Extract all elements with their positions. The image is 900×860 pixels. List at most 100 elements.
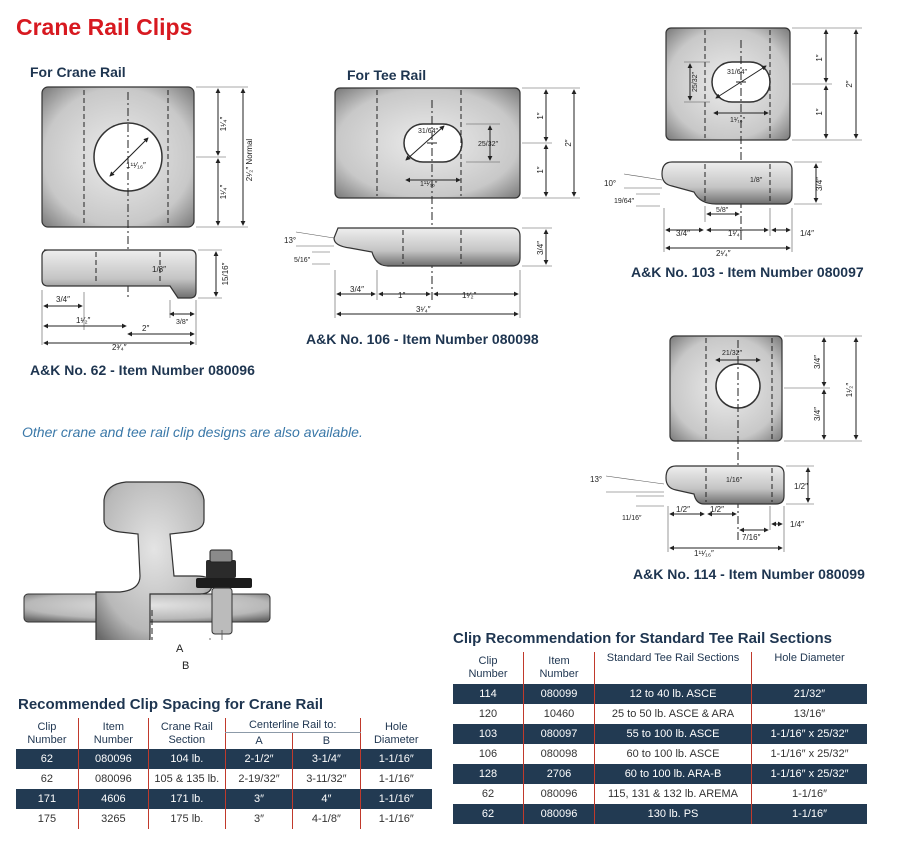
clip-103-lip: 1/8″ <box>750 177 763 184</box>
clip-103-h1: 1″ <box>815 54 824 61</box>
col-tee-rail-section: Standard Tee Rail Sections <box>594 652 752 684</box>
clip-106-htot: 2″ <box>564 139 573 146</box>
clip-106-slot-w: 1¹¹⁄₁₆″ <box>420 181 438 188</box>
clip-114-drawing: 21/32″ 3/4″ 3/4″ 1¹⁄₂″ 1/16″ 13° 11/16″ … <box>590 335 862 558</box>
col-hole-diameter: Hole Diameter <box>751 652 867 684</box>
spacing-table-title: Recommended Clip Spacing for Crane Rail <box>18 696 324 713</box>
clip-103-d1: 3/4″ <box>676 229 690 238</box>
clip-103-slot-h: 25/32″ <box>692 71 699 92</box>
clip-114-h1: 3/4″ <box>813 355 822 369</box>
clip-103-slot-dim: 31/64″ <box>727 69 748 76</box>
clip-62-d-total: 2³⁄₄″ <box>112 343 127 352</box>
crane-rail-section-label: For Crane Rail <box>30 64 126 80</box>
bolt-nut <box>206 560 236 578</box>
clip-103-angle: 10° <box>604 179 616 188</box>
rail-label-b: B <box>182 660 190 672</box>
clip-62-top-half: 1¹⁄₄″ <box>219 117 228 132</box>
clip-106-drawing: 31/64″ 25/32″ 1¹¹⁄₁₆″ 1″ 1″ 2″ 13° 5/16″… <box>284 87 580 318</box>
clip-62-bottom-half: 1¹⁄₄″ <box>219 185 228 200</box>
clip-114-caption: A&K No. 114 - Item Number 080099 <box>633 566 865 582</box>
clip-103-side-view <box>661 161 793 205</box>
clip-106-slot-h: 25/32″ <box>478 141 499 148</box>
clip-62-d-left: 3/4″ <box>56 295 70 304</box>
tee-rail-section-label: For Tee Rail <box>347 67 427 83</box>
clip-62-drawing: 1¹¹⁄₁₆″ 1¹⁄₄″ 1¹⁄₄″ 2¹⁄₂″ Normal 1/8″ 15… <box>41 86 254 352</box>
clip-103-thick: 3/4″ <box>815 177 824 191</box>
clip-114-d3: 1/4″ <box>790 520 804 529</box>
clip-114-tip: 11/16″ <box>622 515 642 522</box>
clip-114-d4: 7/16″ <box>742 533 761 542</box>
clip-103-d2: 1¹⁄₄″ <box>728 229 743 238</box>
clip-103-d3: 1/4″ <box>800 229 814 238</box>
clip-106-d1: 3/4″ <box>350 285 364 294</box>
rail-clip <box>196 578 252 588</box>
clip-114-hole <box>715 363 761 409</box>
clip-106-caption: A&K No. 106 - Item Number 080098 <box>306 331 539 347</box>
rail-label-a: A <box>176 643 184 655</box>
clip-103-h2: 1″ <box>815 108 824 115</box>
col-a: A <box>224 732 293 749</box>
availability-note: Other crane and tee rail clip designs ar… <box>22 424 363 440</box>
clip-62-thickness: 15/16″ <box>221 262 230 285</box>
clip-62-d-2: 2″ <box>142 324 149 333</box>
clip-62-caption: A&K No. 62 - Item Number 080096 <box>30 362 255 378</box>
clip-106-h1: 1″ <box>536 112 545 119</box>
clip-106-thick: 3/4″ <box>536 241 545 255</box>
clip-114-angle: 13° <box>590 475 602 484</box>
clip-103-d58: 5/8″ <box>716 207 729 214</box>
clip-114-thick: 1/2″ <box>794 482 808 491</box>
col-centerline: Centerline Rail to: <box>224 718 361 733</box>
clip-114-htot: 1¹⁄₂″ <box>845 383 854 398</box>
clip-106-d3: 1¹⁄₂″ <box>462 291 477 300</box>
clip-114-dtot: 1¹¹⁄₁₆″ <box>694 549 714 558</box>
clip-114-lip: 1/16″ <box>726 477 743 484</box>
clip-114-side-view <box>665 465 785 505</box>
clip-114-h2: 3/4″ <box>813 407 822 421</box>
clip-62-d-1a: 1¹⁄₂″ <box>76 316 91 325</box>
clip-106-d2: 1″ <box>398 291 405 300</box>
clip-103-dtot: 2¹⁄₄″ <box>716 249 731 258</box>
clip-106-side-view <box>333 227 521 267</box>
clip-62-total-height: 2¹⁄₂″ Normal <box>245 139 254 182</box>
col-b: B <box>292 732 361 749</box>
clip-62-lip: 1/8″ <box>152 265 166 274</box>
clip-114-hole-dim: 21/32″ <box>722 350 743 357</box>
clip-106-h2: 1″ <box>536 166 545 173</box>
clip-106-dtot: 3¹⁄₄″ <box>416 305 431 314</box>
page-title: Crane Rail Clips <box>16 14 193 40</box>
clip-103-tip: 19/64″ <box>614 198 635 205</box>
bolt-head <box>209 549 233 563</box>
bolt-shank <box>211 587 233 635</box>
clip-106-slot-dim: 31/64″ <box>418 128 439 135</box>
diagram-canvas: 1¹¹⁄₁₆″ 1¹⁄₄″ 1¹⁄₄″ 2¹⁄₂″ Normal 1/8″ 15… <box>23 27 862 640</box>
clip-103-drawing: 31/64″ 25/32″ 1¹⁄₁₆″ 1″ 1″ 2″ 1/8″ 10° 1… <box>604 27 862 258</box>
clip-103-caption: A&K No. 103 - Item Number 080097 <box>631 264 864 280</box>
clip-106-tip: 5/16″ <box>294 257 311 264</box>
clip-62-side-view <box>41 249 197 299</box>
rec-table-title: Clip Recommendation for Standard Tee Rai… <box>453 630 832 647</box>
rail-assembly-illustration <box>23 481 271 640</box>
clip-106-angle: 13° <box>284 236 296 245</box>
clip-62-d-38: 3/8″ <box>176 319 189 326</box>
clip-103-htot: 2″ <box>845 80 854 87</box>
clip-103-slot-w: 1¹⁄₁₆″ <box>730 117 746 124</box>
clip-114-d2: 1/2″ <box>710 505 724 514</box>
clip-114-d1: 1/2″ <box>676 505 690 514</box>
